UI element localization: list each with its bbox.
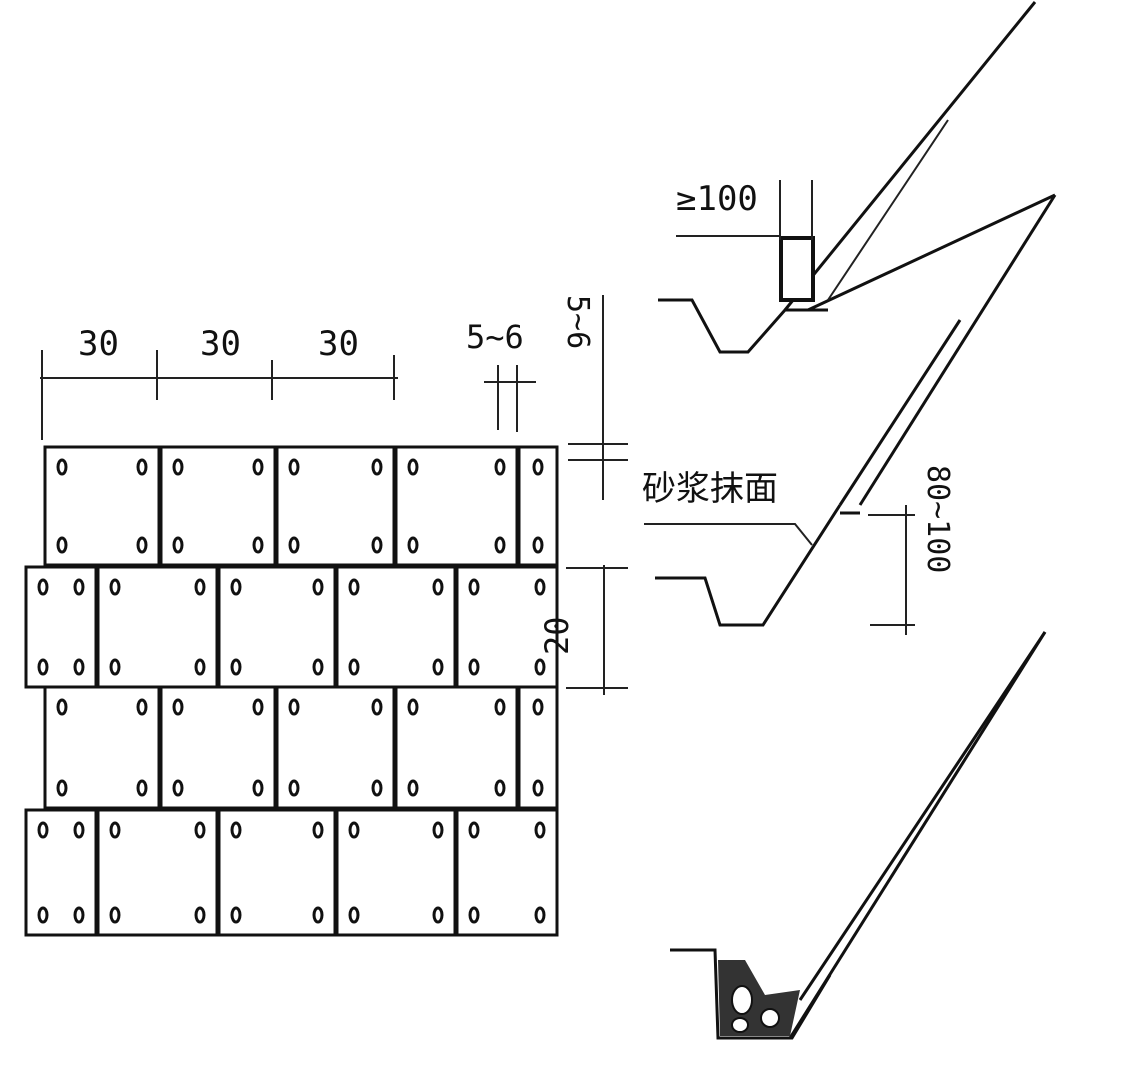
joint-height-dimension (568, 295, 628, 500)
brick (24, 808, 98, 937)
anchor-hole (468, 821, 480, 839)
anchor-hole (494, 779, 506, 797)
anchor-hole (468, 658, 480, 676)
anchor-hole (407, 458, 419, 476)
anchor-hole (230, 906, 242, 924)
anchor-hole (73, 658, 85, 676)
brick-height-dimension (566, 565, 628, 695)
anchor-hole (252, 536, 264, 554)
anchor-hole (312, 578, 324, 596)
anchor-hole (371, 698, 383, 716)
anchor-hole (172, 458, 184, 476)
anchor-hole (56, 458, 68, 476)
anchor-hole (37, 658, 49, 676)
section-ditch-with-coping (658, 1, 1056, 354)
anchor-hole (468, 906, 480, 924)
dimension-label: 30 (318, 324, 359, 364)
anchor-hole (252, 698, 264, 716)
anchor-hole (468, 578, 480, 596)
anchor-hole (532, 536, 544, 554)
anchor-hole (534, 658, 546, 676)
brick (517, 445, 559, 567)
brick-wall-elevation (24, 445, 559, 937)
anchor-hole (109, 578, 121, 596)
anchor-hole (194, 578, 206, 596)
anchor-hole (348, 821, 360, 839)
anchor-hole (73, 906, 85, 924)
anchor-hole (432, 578, 444, 596)
anchor-hole (56, 536, 68, 554)
anchor-hole (56, 698, 68, 716)
anchor-hole (288, 779, 300, 797)
anchor-hole (136, 698, 148, 716)
top-dimension-line (40, 350, 398, 440)
anchor-hole (288, 536, 300, 554)
anchor-hole (37, 906, 49, 924)
anchor-hole (494, 536, 506, 554)
anchor-hole (136, 536, 148, 554)
anchor-hole (532, 779, 544, 797)
anchor-hole (532, 458, 544, 476)
dimension-label: 5~6 (560, 295, 595, 349)
anchor-hole (494, 698, 506, 716)
anchor-hole (534, 578, 546, 596)
anchor-hole (194, 906, 206, 924)
anchor-hole (252, 458, 264, 476)
anchor-hole (172, 536, 184, 554)
anchor-hole (407, 698, 419, 716)
anchor-hole (172, 698, 184, 716)
anchor-hole (371, 536, 383, 554)
section-plastered-ditch (644, 194, 1057, 635)
anchor-hole (312, 821, 324, 839)
dimension-label: 80~100 (920, 465, 955, 573)
anchor-hole (348, 578, 360, 596)
dimension-label: 30 (200, 324, 241, 364)
anchor-hole (136, 779, 148, 797)
anchor-hole (109, 906, 121, 924)
anchor-hole (230, 658, 242, 676)
anchor-hole (172, 779, 184, 797)
section-rubble-ditch (670, 631, 1047, 1040)
anchor-hole (432, 658, 444, 676)
anchor-hole (432, 906, 444, 924)
anchor-hole (73, 578, 85, 596)
anchor-hole (136, 458, 148, 476)
dimension-label: 30 (78, 324, 119, 364)
anchor-hole (312, 658, 324, 676)
anchor-hole (532, 698, 544, 716)
anchor-hole (432, 821, 444, 839)
anchor-hole (73, 821, 85, 839)
anchor-hole (288, 458, 300, 476)
anchor-hole (348, 658, 360, 676)
anchor-hole (194, 658, 206, 676)
anchor-hole (371, 779, 383, 797)
anchor-hole (407, 536, 419, 554)
anchor-hole (534, 906, 546, 924)
anchor-hole (109, 658, 121, 676)
anchor-hole (312, 906, 324, 924)
brick (24, 565, 98, 689)
anchor-hole (534, 821, 546, 839)
dimension-label: ≥100 (676, 179, 758, 219)
anchor-hole (407, 779, 419, 797)
anchor-hole (348, 906, 360, 924)
anchor-hole (230, 821, 242, 839)
mortar-plaster-label: 砂浆抹面 (642, 469, 778, 509)
anchor-hole (37, 578, 49, 596)
joint-width-dimension (484, 365, 536, 432)
anchor-hole (230, 578, 242, 596)
anchor-hole (56, 779, 68, 797)
anchor-hole (494, 458, 506, 476)
dimension-label: 5~6 (466, 318, 524, 356)
dimension-label: 20 (538, 616, 576, 655)
anchor-hole (37, 821, 49, 839)
anchor-hole (288, 698, 300, 716)
anchor-hole (109, 821, 121, 839)
anchor-hole (252, 779, 264, 797)
anchor-hole (194, 821, 206, 839)
anchor-hole (371, 458, 383, 476)
